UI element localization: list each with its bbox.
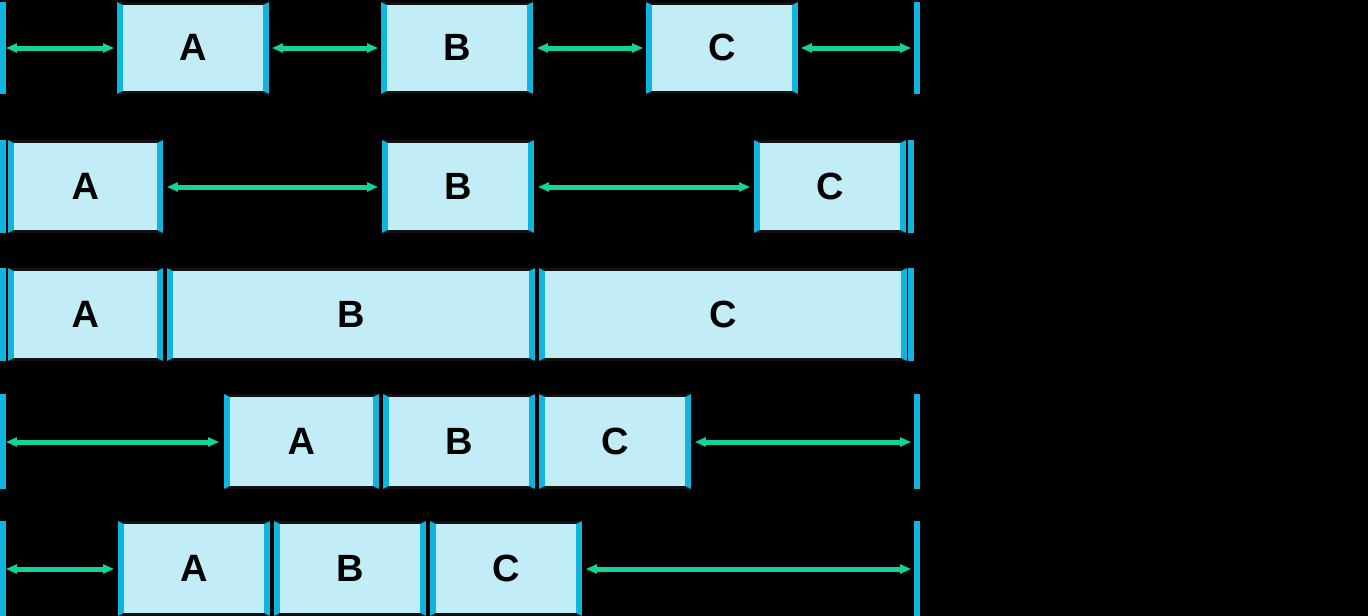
arrow-head-left-icon: [6, 564, 17, 574]
arrow-head-left-icon: [6, 437, 17, 447]
arrow-head-right-icon: [367, 182, 378, 192]
arrow-head-right-icon: [739, 182, 750, 192]
flex-item-box: B: [167, 268, 535, 361]
flex-row-stretch: A B C: [0, 268, 1368, 361]
container-edge-marker: [0, 140, 6, 233]
arrow-head-right-icon: [900, 564, 911, 574]
flex-item-label: B: [337, 293, 365, 336]
flex-item-label: A: [180, 547, 208, 590]
container-edge-marker: [914, 394, 920, 489]
container-edge-marker: [0, 2, 6, 94]
flex-item-label: C: [492, 547, 520, 590]
arrow-shaft: [176, 185, 369, 190]
arrow-head-left-icon: [167, 182, 178, 192]
container-edge-marker: [908, 268, 914, 361]
flex-item-label: B: [445, 420, 473, 463]
spacing-arrow: [538, 182, 750, 192]
container-edge-marker: [914, 521, 920, 616]
flex-item-box: A: [8, 140, 163, 233]
arrow-shaft: [704, 440, 902, 445]
flex-item-box: B: [382, 140, 534, 233]
arrow-head-left-icon: [538, 182, 549, 192]
arrow-head-right-icon: [103, 564, 114, 574]
flex-item-label: B: [336, 547, 364, 590]
flex-row-space-around: A B C: [0, 2, 1368, 94]
arrow-head-left-icon: [272, 43, 283, 53]
spacing-arrow: [272, 43, 378, 53]
container-edge-marker: [0, 521, 6, 616]
spacing-arrow: [6, 564, 114, 574]
flex-item-box: A: [117, 2, 269, 94]
spacing-arrow: [167, 182, 378, 192]
spacing-arrow: [6, 437, 219, 447]
arrow-head-left-icon: [537, 43, 548, 53]
container-edge-marker: [908, 140, 914, 233]
container-edge-marker: [914, 2, 920, 94]
arrow-shaft: [547, 185, 741, 190]
flex-item-box: A: [224, 394, 379, 489]
arrow-shaft: [15, 567, 105, 572]
arrow-shaft: [15, 440, 210, 445]
arrow-shaft: [810, 46, 902, 51]
spacing-arrow: [801, 43, 911, 53]
spacing-arrow: [6, 43, 114, 53]
arrow-shaft: [546, 46, 634, 51]
flex-row-space-between: A B C: [0, 140, 1368, 233]
arrow-head-right-icon: [900, 43, 911, 53]
flex-row-flex-start: A B C: [0, 521, 1368, 616]
flex-item-label: A: [287, 420, 316, 463]
flex-item-label: C: [816, 165, 844, 208]
arrow-head-left-icon: [586, 564, 597, 574]
arrow-head-right-icon: [103, 43, 114, 53]
arrow-head-left-icon: [695, 437, 706, 447]
flex-item-box: C: [539, 268, 907, 361]
flex-item-label: A: [179, 27, 207, 69]
flex-item-label: C: [708, 27, 736, 69]
arrow-head-right-icon: [208, 437, 219, 447]
flex-item-box: A: [118, 521, 270, 616]
spacing-arrow: [586, 564, 911, 574]
spacing-arrow: [695, 437, 911, 447]
arrow-head-left-icon: [6, 43, 17, 53]
arrow-head-right-icon: [632, 43, 643, 53]
flex-item-box: C: [539, 394, 691, 489]
flex-item-box: B: [383, 394, 535, 489]
flex-item-box: C: [754, 140, 906, 233]
arrow-shaft: [595, 567, 902, 572]
arrow-head-left-icon: [801, 43, 812, 53]
flex-item-label: B: [443, 27, 471, 69]
spacing-arrow: [537, 43, 643, 53]
flex-row-center: A B C: [0, 394, 1368, 489]
flex-item-label: A: [71, 165, 100, 208]
flex-item-label: B: [444, 165, 472, 208]
arrow-head-right-icon: [367, 43, 378, 53]
flex-item-box: C: [646, 2, 798, 94]
flex-item-box: C: [430, 521, 582, 616]
arrow-shaft: [281, 46, 369, 51]
flex-item-label: A: [71, 293, 100, 336]
flex-item-box: B: [274, 521, 426, 616]
container-edge-marker: [0, 394, 6, 489]
arrow-shaft: [15, 46, 105, 51]
arrow-head-right-icon: [900, 437, 911, 447]
flex-item-label: C: [601, 420, 629, 463]
flex-item-box: A: [8, 268, 163, 361]
flex-item-box: B: [381, 2, 533, 94]
container-edge-marker: [0, 268, 6, 361]
flex-item-label: C: [709, 293, 737, 336]
